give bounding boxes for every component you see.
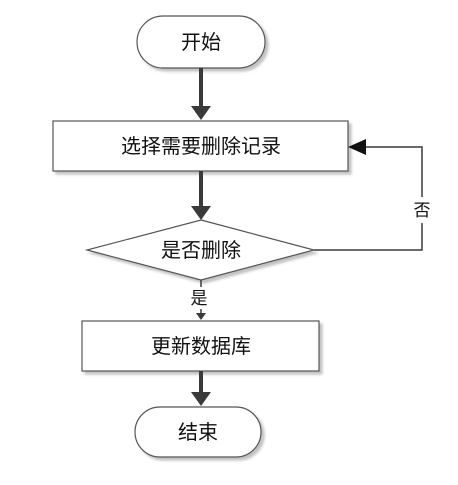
delete-decision-node-label: 是否删除 [161, 238, 241, 262]
no-branch-label: 否 [414, 201, 431, 221]
edge-select-to-decision [191, 171, 211, 220]
arrowhead-select-to-decision [191, 206, 211, 220]
update-database-node-label: 更新数据库 [151, 334, 251, 358]
edge-decision-no-loop: 否 [314, 139, 434, 251]
delete-decision-node: 是否删除 [84, 219, 317, 281]
update-database-node-shape [81, 320, 320, 372]
edge-update-to-end [191, 371, 211, 406]
update-database-node: 更新数据库 [81, 320, 320, 372]
arrowhead-no-loop [348, 139, 366, 155]
arrowhead-start-to-select [191, 106, 211, 120]
end-node: 结束 [134, 406, 262, 458]
select-records-node-shape [52, 120, 349, 172]
start-node: 开始 [136, 15, 266, 69]
edge-start-to-select [191, 68, 211, 120]
select-records-node: 选择需要删除记录 [52, 120, 349, 172]
arrowhead-update-to-end [191, 392, 211, 406]
edge-decision-yes: 是 [191, 280, 208, 320]
arrowhead-yes [196, 313, 206, 320]
select-records-node-label: 选择需要删除记录 [121, 134, 281, 158]
end-node-label: 结束 [178, 420, 218, 444]
start-node-label: 开始 [181, 30, 221, 54]
yes-branch-label: 是 [191, 289, 208, 309]
end-node-shape [134, 406, 262, 458]
